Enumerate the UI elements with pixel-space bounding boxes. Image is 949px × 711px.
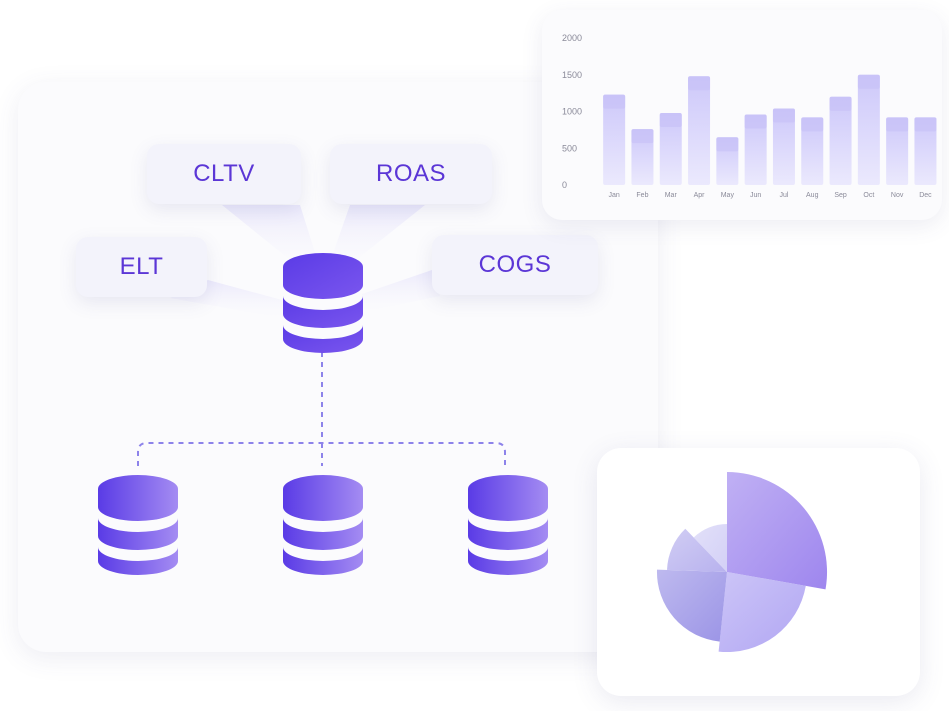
database-icon bbox=[468, 475, 548, 575]
y-tick-label: 1000 bbox=[562, 107, 582, 117]
x-tick-label: Oct bbox=[863, 192, 874, 199]
bar bbox=[744, 114, 767, 185]
y-tick-label: 2000 bbox=[562, 33, 582, 43]
tag-cogs-label: COGS bbox=[478, 251, 552, 278]
bar-cap bbox=[603, 94, 626, 109]
bar bbox=[772, 108, 795, 185]
x-tick-label: Dec bbox=[919, 192, 932, 199]
x-tick-label: Apr bbox=[694, 192, 706, 199]
pie-chart-card bbox=[597, 448, 920, 696]
pie-chart bbox=[656, 472, 828, 653]
bar bbox=[688, 76, 711, 185]
pie-slice bbox=[718, 572, 806, 653]
pie-slice bbox=[693, 524, 727, 572]
x-tick-label: Jun bbox=[750, 192, 761, 199]
y-tick-label: 500 bbox=[562, 143, 577, 153]
bar-cap bbox=[688, 76, 711, 91]
bar bbox=[829, 96, 852, 185]
x-tick-label: Feb bbox=[636, 192, 648, 199]
database-icon bbox=[283, 475, 363, 575]
bar-cap bbox=[772, 108, 795, 123]
x-tick-label: Nov bbox=[891, 192, 904, 199]
x-tick-label: Jul bbox=[779, 192, 788, 199]
bar-cap bbox=[631, 129, 654, 144]
bar-cap bbox=[716, 137, 739, 152]
bar-cap bbox=[744, 114, 767, 129]
pie-slice bbox=[727, 472, 828, 590]
x-tick-label: Mar bbox=[665, 192, 678, 199]
pie-slice bbox=[667, 528, 727, 572]
tag-cltv-label: CLTV bbox=[193, 160, 255, 187]
x-tick-label: May bbox=[721, 192, 735, 199]
bar bbox=[886, 117, 909, 185]
bar-cap bbox=[801, 117, 824, 132]
bar bbox=[801, 117, 824, 185]
y-tick-label: 1500 bbox=[562, 70, 582, 80]
x-tick-label: Sep bbox=[834, 192, 847, 199]
y-tick-label: 0 bbox=[562, 180, 567, 190]
bar bbox=[659, 112, 682, 185]
x-tick-label: Aug bbox=[806, 192, 819, 199]
database-icon bbox=[98, 475, 178, 575]
tag-elt: ELT bbox=[76, 237, 207, 297]
tag-cltv: CLTV bbox=[147, 144, 301, 204]
bar-cap bbox=[829, 96, 852, 111]
tag-roas-label: ROAS bbox=[375, 160, 446, 187]
tag-cogs: COGS bbox=[432, 235, 598, 295]
bar bbox=[603, 94, 626, 185]
database-icon bbox=[283, 253, 363, 353]
tag-elt-label: ELT bbox=[119, 253, 164, 280]
bar-cap bbox=[886, 117, 909, 132]
bar-cap bbox=[857, 74, 880, 89]
bar bbox=[857, 74, 880, 185]
pie-slice bbox=[656, 569, 727, 642]
bar bbox=[914, 117, 937, 185]
bar-cap bbox=[659, 112, 682, 127]
bar-cap bbox=[914, 117, 937, 132]
tag-roas: ROAS bbox=[330, 144, 492, 204]
x-tick-label: Jan bbox=[609, 192, 620, 199]
